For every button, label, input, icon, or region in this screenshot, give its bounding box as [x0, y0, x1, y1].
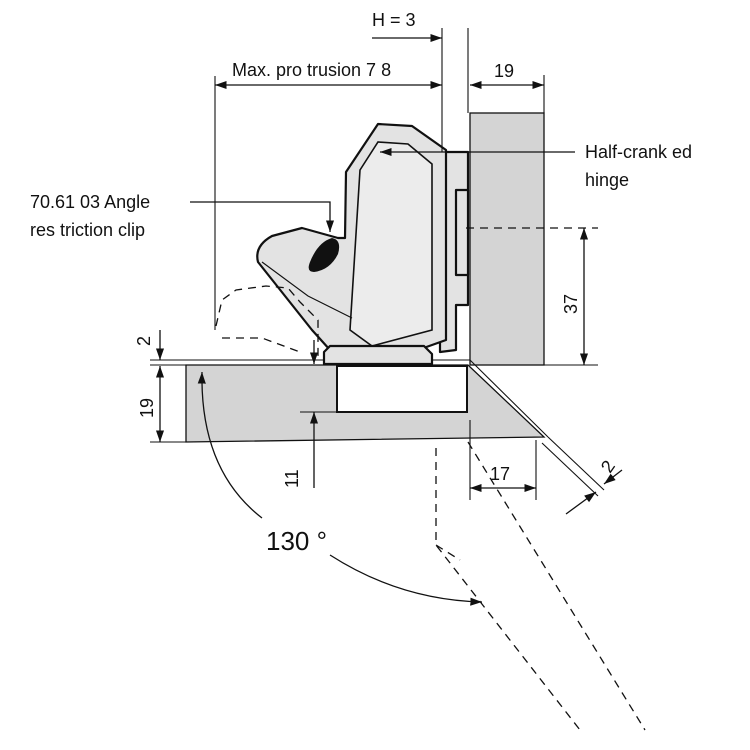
dim-gap-right: 2 — [541, 436, 623, 515]
clip-label-line2: res triction clip — [30, 220, 145, 240]
callout-hinge: Half-crank ed hinge — [380, 142, 692, 190]
max-protrusion-label: Max. pro trusion 7 8 — [232, 60, 391, 80]
side-thickness-label: 19 — [494, 61, 514, 81]
dim-door-thickness: 19 — [137, 366, 186, 443]
dim-37: 37 — [466, 227, 598, 366]
gap-top-label: 2 — [134, 336, 154, 346]
callout-clip: 70.61 03 Angle res triction clip — [30, 192, 335, 240]
h-offset-label: H = 3 — [372, 10, 416, 30]
opening-angle: 130 ° — [197, 371, 483, 606]
open-arm-ghost — [215, 285, 319, 360]
dim-11: 11 — [282, 340, 337, 488]
half-cranked-hinge — [256, 122, 448, 366]
open-door-ghost — [435, 441, 646, 731]
dim-37-label: 37 — [561, 294, 581, 314]
door-thickness-label: 19 — [137, 398, 157, 418]
cabinet-side-panel — [469, 112, 545, 366]
dim-side-thickness: 19 — [470, 61, 545, 113]
dim-gap-top: 2 — [134, 330, 186, 366]
angle-label: 130 ° — [266, 526, 327, 556]
dim-17-label: 17 — [490, 464, 510, 484]
dim-11-label: 11 — [282, 469, 302, 488]
hinge-label-line1: Half-crank ed — [585, 142, 692, 162]
dim-max-protrusion: Max. pro trusion 7 8 — [214, 60, 442, 330]
gap-right-label: 2 — [597, 457, 619, 477]
hinge-cup — [336, 365, 468, 413]
hinge-label-line2: hinge — [585, 170, 629, 190]
dim-17: 17 — [469, 420, 537, 500]
dim-h-offset: H = 3 — [372, 10, 469, 152]
angle-restriction-clip — [308, 238, 340, 272]
clip-label-line1: 70.61 03 Angle — [30, 192, 150, 212]
